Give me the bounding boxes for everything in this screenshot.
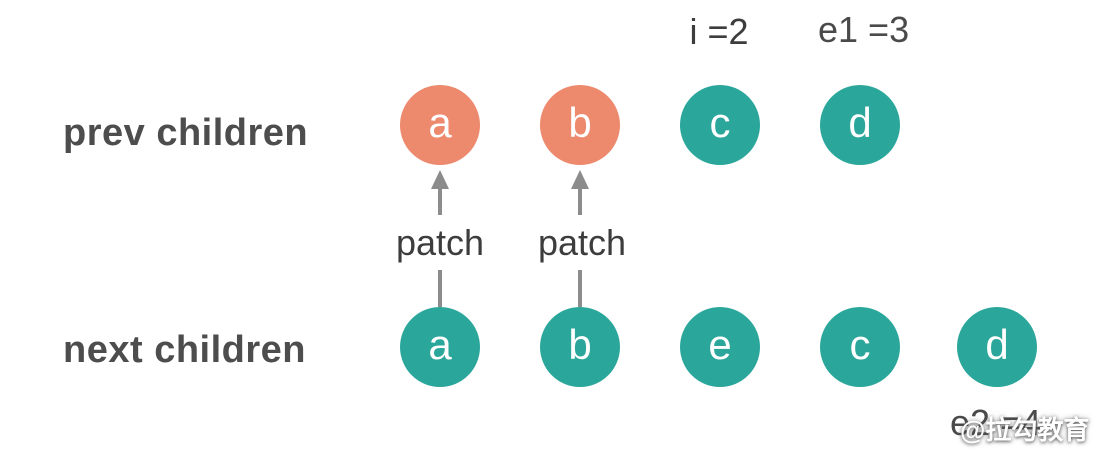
patch-label: patch: [537, 221, 627, 263]
next-node-b: b: [540, 307, 620, 387]
node-letter: c: [849, 321, 871, 368]
node-letter: d: [985, 321, 1009, 368]
watermark: @拉勾教育: [960, 415, 1090, 445]
node-letter: d: [848, 99, 872, 146]
node-letter: c: [709, 99, 731, 146]
patch-arrow-head-icon: [571, 170, 589, 189]
e2-annotation-label: e2 =4: [950, 402, 1042, 443]
prev-node-a: a: [400, 85, 480, 165]
node-letter: a: [428, 321, 452, 368]
next-node-e: e: [680, 307, 760, 387]
next-node-c: c: [820, 307, 900, 387]
prev-node-b: b: [540, 85, 620, 165]
e1-annotation-label: e1 =3: [818, 9, 910, 50]
node-letter: a: [428, 99, 452, 146]
patch-label: patch: [395, 221, 485, 263]
prev-children-label: prev children: [63, 112, 309, 154]
prev-node-d: d: [820, 85, 900, 165]
node-letter: b: [568, 99, 592, 146]
index-annotation-box: i =2: [658, 5, 780, 58]
node-letter: b: [568, 321, 592, 368]
patch-label-box: patch: [522, 215, 642, 270]
next-node-a: a: [400, 307, 480, 387]
index-annotation-label: i =2: [689, 10, 749, 52]
node-letter: e: [708, 321, 732, 368]
prev-node-c: c: [680, 85, 760, 165]
next-children-label: next children: [63, 329, 306, 371]
patch-arrow-head-icon: [431, 170, 449, 189]
next-node-d: d: [957, 307, 1037, 387]
patch-label-box: patch: [380, 215, 500, 270]
